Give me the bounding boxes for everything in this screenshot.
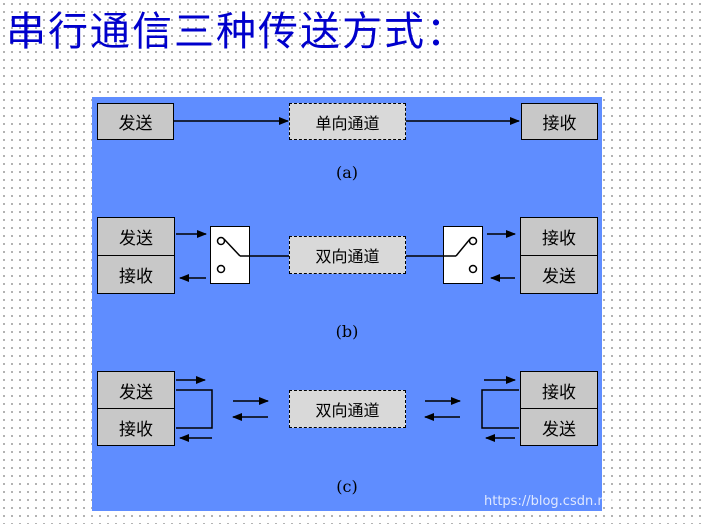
b-right-switch: [443, 226, 483, 284]
b-left-send-box: 发送: [97, 217, 175, 256]
c-full-duplex-channel: 双向通道: [289, 390, 406, 428]
watermark: https://blog.csdn.net/...: [484, 494, 636, 509]
caption-a: (a): [335, 163, 359, 182]
c-left-receive-box: 接收: [97, 408, 175, 446]
c-left-send-box: 发送: [97, 371, 175, 409]
b-left-receive-box: 接收: [97, 255, 175, 294]
a-send-box: 发送: [97, 103, 174, 140]
caption-c: (c): [336, 477, 358, 496]
a-simplex-channel: 单向通道: [289, 103, 406, 140]
b-right-send-box: 发送: [520, 255, 598, 294]
c-right-send-box: 发送: [520, 408, 598, 446]
caption-b: (b): [335, 322, 359, 341]
c-left-bracket: [176, 389, 213, 429]
b-left-switch: [210, 226, 250, 284]
c-right-bracket: [481, 389, 519, 429]
b-right-receive-box: 接收: [520, 217, 598, 256]
diagram-panel: [92, 97, 602, 511]
page-title: 串行通信三种传送方式：: [6, 9, 468, 55]
b-half-duplex-channel: 双向通道: [289, 236, 406, 274]
c-right-receive-box: 接收: [520, 371, 598, 409]
a-receive-box: 接收: [521, 103, 598, 140]
